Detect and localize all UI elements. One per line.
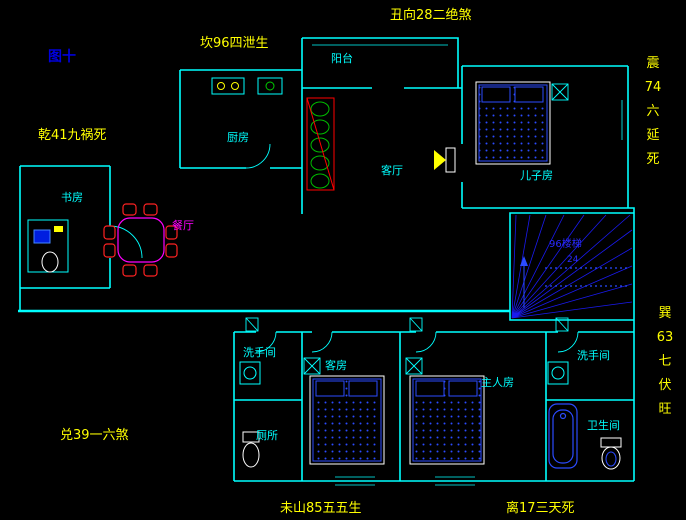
room-label-study: 书房 bbox=[61, 191, 83, 204]
dining-set bbox=[103, 203, 178, 277]
room-label-son-room: 儿子房 bbox=[520, 169, 553, 182]
annotation-south-right: 离17三天死 bbox=[506, 501, 575, 516]
annotation-east-lower: 巽 63 七 伏 旺 bbox=[656, 306, 674, 418]
annotation-east-upper: 震 74 六 延 死 bbox=[644, 56, 662, 168]
walls bbox=[18, 37, 635, 486]
master-bed bbox=[409, 375, 485, 465]
room-label-washroom-right: 洗手间 bbox=[577, 349, 610, 362]
computer-icon bbox=[33, 229, 51, 244]
plant-screen bbox=[306, 97, 335, 191]
speaker-icon bbox=[434, 147, 456, 173]
room-label-bathroom: 卫生间 bbox=[587, 419, 620, 432]
staircase bbox=[511, 214, 633, 319]
study-desk bbox=[27, 219, 69, 273]
bedside-tables bbox=[303, 83, 569, 375]
room-label-guest-room: 客房 bbox=[325, 359, 347, 372]
stairs-label: 96楼梯 bbox=[549, 239, 582, 250]
basin-right bbox=[547, 361, 569, 385]
room-label-living-room: 客厅 bbox=[381, 164, 403, 177]
room-label-dining-room: 餐厅 bbox=[172, 219, 194, 232]
bathroom-toilet bbox=[600, 437, 622, 470]
annotation-south-center: 未山85五五生 bbox=[280, 501, 362, 516]
annotation-west: 乾41九祸死 bbox=[38, 128, 107, 143]
annotation-southwest: 兑39一六煞 bbox=[60, 428, 129, 443]
stairs-step-count: 24 bbox=[567, 255, 579, 265]
basin-left bbox=[239, 361, 261, 385]
toilet-fixture bbox=[242, 431, 260, 468]
room-label-toilet: 厕所 bbox=[256, 429, 278, 442]
room-label-washroom-left: 洗手间 bbox=[243, 346, 276, 359]
annotation-top-left: 坎96四泄生 bbox=[200, 36, 269, 51]
room-label-master-room: 主人房 bbox=[481, 376, 514, 389]
son-bed bbox=[475, 81, 551, 165]
figure-title: 图十 bbox=[48, 49, 76, 65]
door-arcs bbox=[109, 143, 579, 353]
door-panels bbox=[245, 317, 569, 332]
bathtub bbox=[548, 403, 578, 469]
annotation-top-center: 丑向28二绝煞 bbox=[390, 8, 472, 23]
chair bbox=[41, 251, 59, 273]
guest-bed bbox=[309, 375, 385, 465]
kitchen-counter bbox=[211, 77, 283, 95]
room-label-balcony: 阳台 bbox=[331, 52, 353, 65]
room-label-kitchen: 厨房 bbox=[227, 131, 249, 144]
window-marks bbox=[312, 44, 623, 486]
